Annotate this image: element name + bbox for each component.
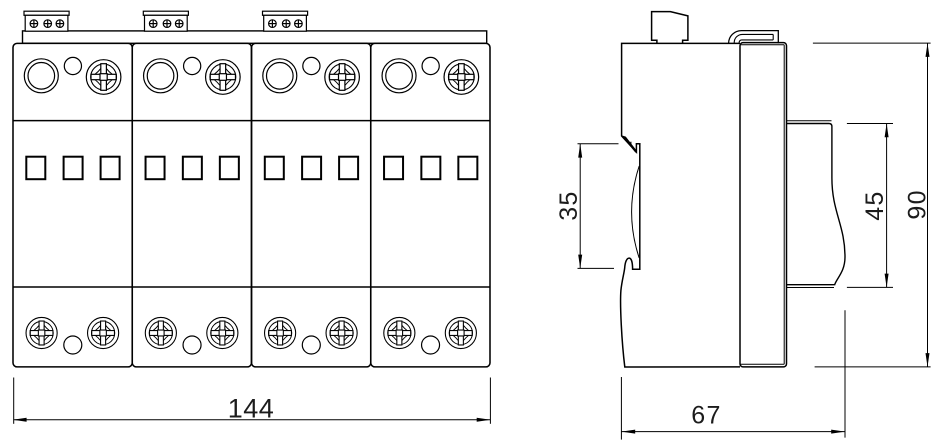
svg-text:45: 45 xyxy=(861,190,889,220)
svg-text:144: 144 xyxy=(228,394,275,424)
svg-text:35: 35 xyxy=(555,190,583,220)
svg-text:67: 67 xyxy=(691,402,721,430)
svg-text:90: 90 xyxy=(904,189,932,219)
